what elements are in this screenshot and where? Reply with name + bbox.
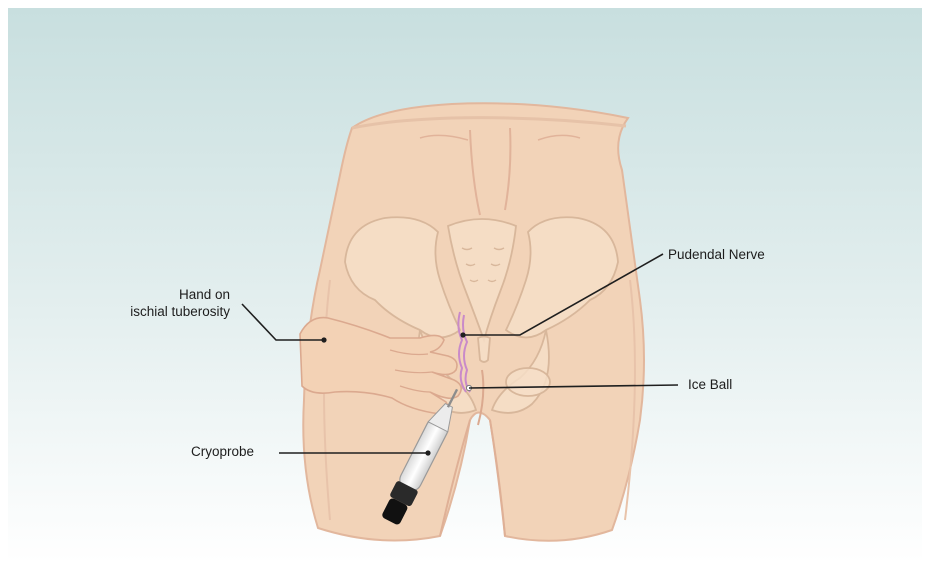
label-hand-on-ischial-tuberosity: Hand on ischial tuberosity	[96, 286, 230, 320]
label-hand-line2: ischial tuberosity	[96, 303, 230, 320]
leader-dot-cryoprobe	[425, 450, 430, 455]
label-hand-line1: Hand on	[96, 286, 230, 303]
leader-dot-pudendal	[460, 332, 465, 337]
label-pudendal-nerve: Pudendal Nerve	[668, 246, 765, 263]
leader-dot-hand	[321, 337, 326, 342]
label-cryoprobe: Cryoprobe	[191, 443, 254, 460]
label-ice-ball: Ice Ball	[688, 376, 732, 393]
